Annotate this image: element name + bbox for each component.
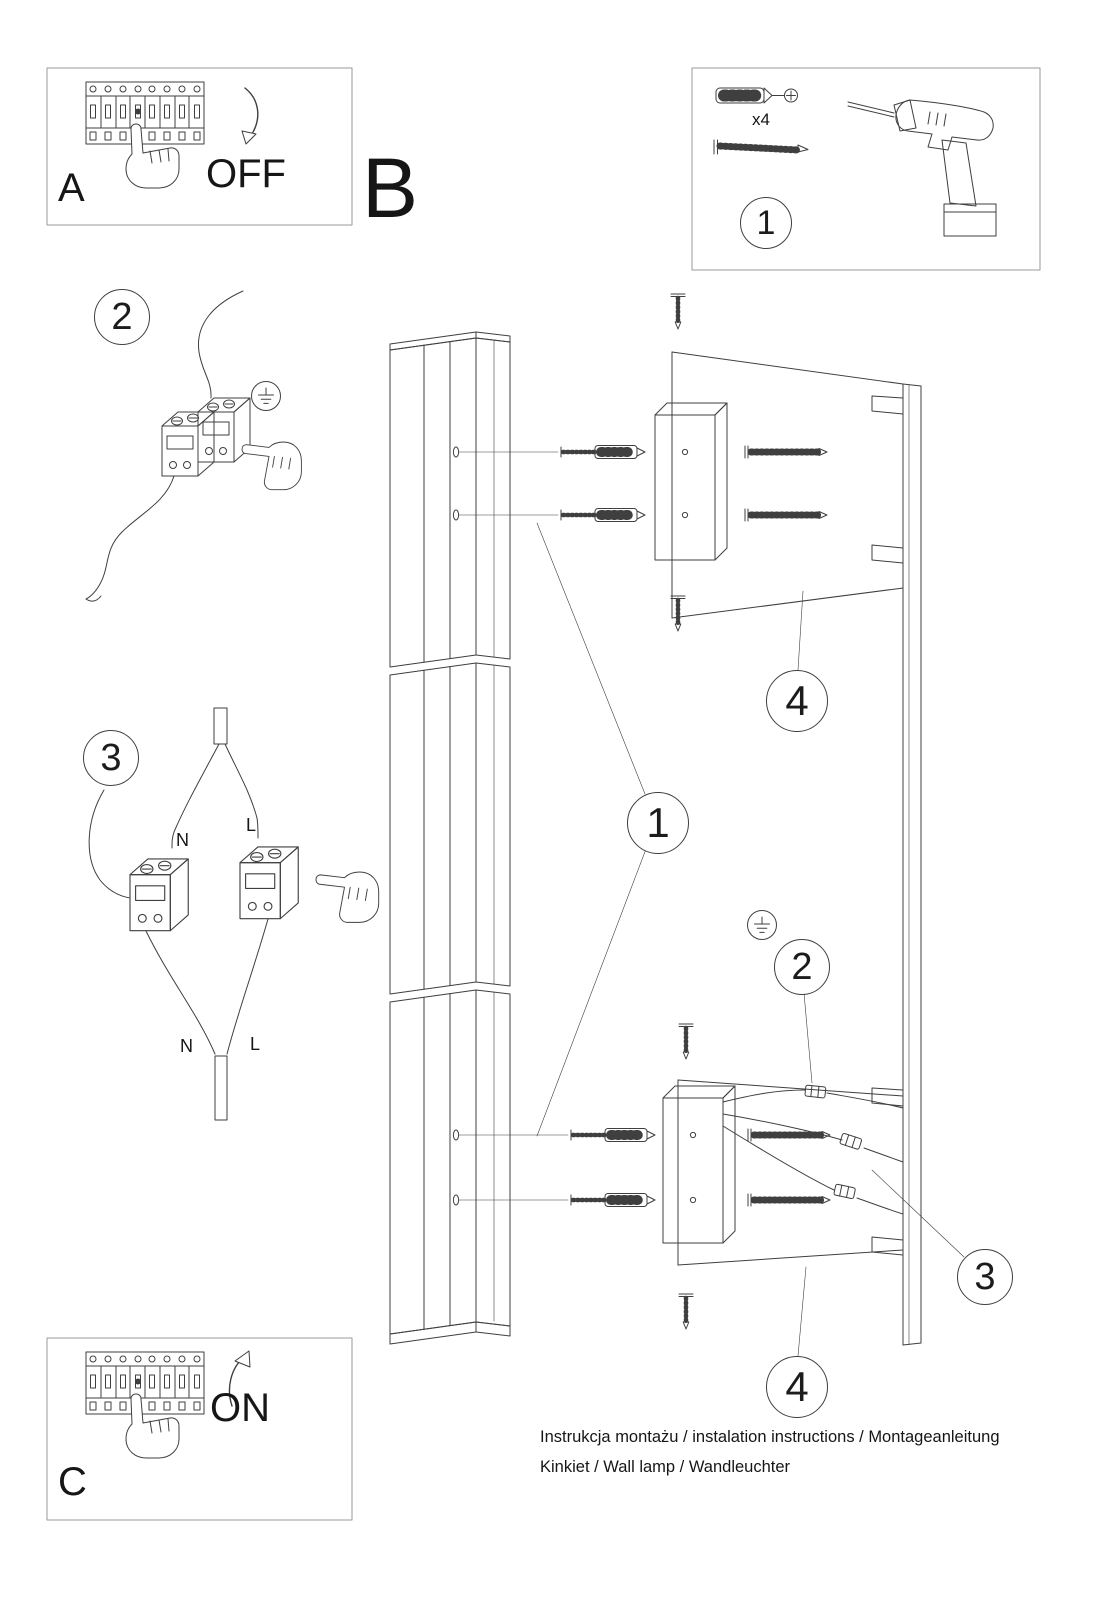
screw-icon: [671, 596, 685, 631]
screw-icon: [748, 1194, 830, 1206]
circuit-breaker-icon: [85, 81, 205, 145]
callout-part-4-bottom: 4: [766, 1356, 828, 1418]
ground-symbol-icon: [747, 910, 777, 940]
anchor-icon: [561, 446, 645, 459]
panel-c-box: [46, 1337, 353, 1521]
callout-part-1: 1: [627, 792, 689, 854]
callout-part-4-top: 4: [766, 670, 828, 732]
callout-part-3: 3: [957, 1249, 1013, 1305]
anchor-icon: [561, 509, 645, 522]
wiring-step2-drawing: [85, 290, 302, 602]
terminal-block-icon: [239, 846, 299, 920]
pointing-hand-icon: [125, 123, 180, 189]
power-on-label: ON: [210, 1386, 270, 1430]
wiring-step3-drawing: [88, 707, 380, 1121]
power-off-label: OFF: [206, 152, 286, 196]
power-off-drawing: [85, 81, 259, 189]
wire-clip-icon: [833, 1183, 857, 1200]
wire-clip-icon: [804, 1084, 827, 1099]
section-b-label: B: [362, 141, 419, 235]
power-on-drawing: [85, 1350, 251, 1459]
anchor-icon: [571, 1129, 655, 1142]
screw-icon: [745, 509, 827, 521]
callout-step-3: 3: [83, 730, 139, 786]
terminal-block-icon: [197, 397, 251, 463]
footer-instructions-line: Instrukcja montażu / instalation instruc…: [540, 1428, 1000, 1446]
top-mount-drawing: [561, 294, 904, 631]
circuit-breaker-icon: [85, 1351, 205, 1415]
ground-symbol-icon: [251, 381, 281, 411]
parts-box: [691, 67, 1041, 271]
footer-product-line: Kinkiet / Wall lamp / Wandleuchter: [540, 1458, 791, 1476]
down-arrow-icon: [244, 87, 259, 138]
wire-n-label: N: [176, 830, 189, 850]
lamp-panel-drawing: [389, 331, 569, 1345]
screw-icon: [679, 1024, 693, 1059]
anchor-count-label: x4: [752, 110, 770, 129]
parts-drawing: [713, 87, 997, 237]
terminal-block-icon: [129, 858, 189, 932]
wire-l-label: L: [246, 815, 257, 835]
callout-leader-lines: [536, 522, 965, 1357]
anchor-icon: [571, 1194, 655, 1207]
screw-icon: [745, 446, 827, 458]
bottom-mount-drawing: [571, 910, 904, 1330]
panel-c-label: C: [58, 1460, 87, 1504]
wall-anchor-icon: [715, 87, 798, 104]
screw-icon: [713, 139, 809, 155]
wire-l-label: L: [250, 1034, 261, 1054]
pointing-hand-icon: [125, 1393, 180, 1459]
pressing-hand-icon: [241, 441, 302, 491]
wire-n-label: N: [180, 1036, 193, 1056]
callout-step-2: 2: [94, 289, 150, 345]
screw-icon: [671, 294, 685, 329]
drill-icon: [847, 99, 997, 237]
callout-part-2: 2: [774, 939, 830, 995]
wall-rail-drawing: [871, 383, 922, 1346]
panel-a-label: A: [58, 166, 85, 210]
callout-parts-step-1: 1: [740, 197, 792, 249]
wire-clip-icon: [839, 1132, 863, 1151]
screw-icon: [679, 1294, 693, 1329]
screw-icon: [748, 1129, 830, 1141]
panel-a-box: [46, 67, 353, 226]
pressing-hand-icon: [315, 871, 380, 923]
